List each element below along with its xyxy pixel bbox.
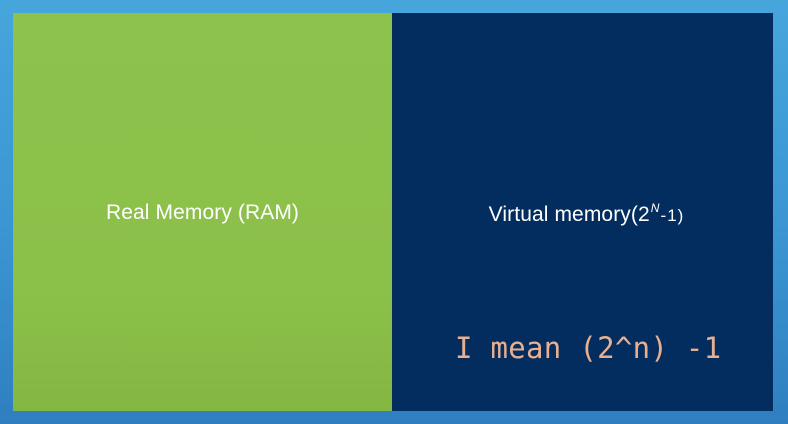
real-memory-panel: Real Memory (RAM): [13, 13, 392, 411]
virtual-memory-label: Virtual memory(2N-1): [392, 201, 773, 227]
virtual-memory-label-suffix: -1): [660, 206, 685, 225]
virtual-memory-exponent: N: [650, 201, 660, 215]
virtual-memory-label-prefix: Virtual memory(2: [488, 203, 650, 226]
correction-note: I mean (2^n) -1: [455, 331, 722, 365]
virtual-memory-panel: Virtual memory(2N-1) I mean (2^n) -1: [392, 13, 773, 411]
real-memory-label: Real Memory (RAM): [105, 201, 300, 224]
